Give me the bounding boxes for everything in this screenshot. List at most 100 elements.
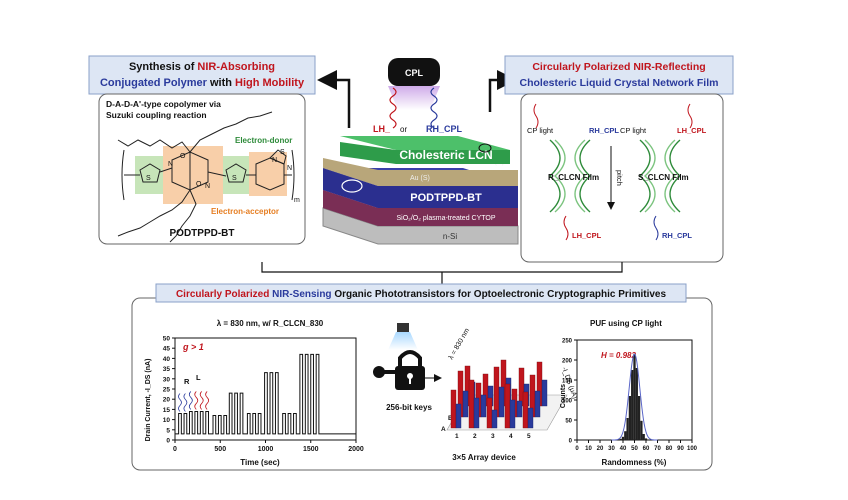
lh-cpl-top: LH_CPL: [677, 126, 707, 135]
atom-s-1: S: [146, 175, 151, 182]
chart2-xtick-label: 90: [677, 446, 684, 452]
chart2-title: H = 0.982: [601, 351, 636, 360]
array-col-label: 3: [491, 433, 495, 440]
chart2-xlabel: Randomness (%): [602, 458, 667, 467]
cpl-beam: [388, 86, 440, 110]
left-title-line2-part3: High Mobility: [235, 77, 305, 89]
rh-label: RH_CPL: [426, 124, 463, 134]
incident-helix-right: [687, 103, 693, 129]
chart1-ytick-label: 10: [163, 417, 171, 424]
array-col-label: 2: [473, 433, 477, 440]
chart1-ytick-label: 30: [163, 376, 171, 383]
chart1-ytick-label: 0: [166, 438, 170, 445]
bottom-title-part2: NIR-Sensing: [272, 289, 331, 300]
left-polymer-name: PODTPPD-BT: [170, 228, 235, 239]
lock-shackle: [398, 350, 422, 366]
chart1-cpl-marker: [194, 391, 199, 410]
chart1-ylabel: Drain Current, -I_DS (nA): [145, 359, 152, 442]
array-bar-blue: [527, 407, 534, 429]
chart2-bar: [621, 436, 625, 440]
right-panel: Circularly Polarized NIR-Reflecting Chol…: [504, 55, 734, 263]
right-title-line1: Circularly Polarized NIR-Reflecting: [532, 61, 705, 73]
chart1-cpl-marker: [188, 391, 193, 410]
array-bar-blue: [541, 379, 548, 407]
chart2-bar: [624, 431, 627, 440]
chart1-label-l: L: [196, 373, 201, 382]
atom-n-3: N: [272, 157, 277, 164]
polymer-layer-label: PODTPPD-BT: [410, 192, 482, 204]
rh-helix: [430, 87, 438, 129]
atom-n-2: N: [205, 183, 210, 190]
chart2-bar: [619, 438, 622, 440]
transmit-helix-right: [653, 215, 659, 241]
chart1-ytick-label: 25: [163, 387, 171, 394]
chart1-series-line: [175, 353, 356, 435]
s-clcn-helix: [638, 139, 682, 213]
lock-key-icon: [373, 323, 425, 390]
connector-bracket: [261, 262, 623, 273]
rh-cpl-bottom: RH_CPL: [662, 231, 692, 240]
left-panel: Synthesis of NIR-Absorbing Conjugated Po…: [88, 55, 316, 245]
chart2-bar: [642, 434, 645, 440]
atom-n-1: N: [168, 161, 173, 168]
chart2-xtick-label: 40: [620, 446, 627, 452]
layer-au: [323, 158, 518, 186]
left-title-line2-part2: with: [207, 77, 235, 89]
key-blade: [384, 370, 396, 374]
array-bar-blue: [491, 409, 498, 429]
r-clcn-helix: [548, 139, 592, 213]
chart2-bar: [631, 370, 634, 440]
array-bar-red: [504, 383, 511, 429]
chart2-fit-curve: [611, 353, 658, 441]
atom-n-4: N: [287, 165, 292, 172]
chart1-title: λ = 830 nm, w/ R_CLCN_830: [217, 319, 324, 328]
cp-light-left: CP light: [527, 126, 554, 135]
atom-o-2: O: [196, 181, 202, 188]
array-bar-blue: [509, 399, 516, 429]
polymer-atom-labels: S S S N N N N O O m: [146, 149, 300, 204]
bottom-title-part1: Circularly Polarized: [176, 289, 272, 300]
n-si-label: n-Si: [443, 232, 457, 241]
array-bar-blue: [462, 390, 469, 418]
chart2-xtick-label: 80: [666, 446, 673, 452]
repeat-subscript: m: [294, 197, 300, 204]
array-row-label: A: [441, 426, 446, 433]
incident-helix-left: [533, 103, 539, 129]
array-bar-red: [493, 366, 500, 418]
acceptor-highlight-1: [163, 146, 223, 204]
chart1-ytick-label: 45: [163, 346, 171, 353]
chart2-bar: [626, 418, 629, 440]
chart1-cpl-marker: [199, 391, 204, 410]
acceptor-label: Electron-acceptor: [211, 207, 279, 216]
right-title-part1: Circularly Polarized: [532, 61, 633, 73]
bottom-title-box: [155, 283, 687, 303]
chart2-ytick-label: 50: [565, 419, 572, 425]
chart1-cpl-marker: [183, 393, 188, 412]
array-col-label: 4: [509, 433, 513, 440]
chart2-bar: [635, 368, 638, 440]
array-col-label: 5: [527, 433, 531, 440]
chart1-cpl-marker: [178, 393, 182, 412]
drain-current-chart: λ = 830 nm, w/ R_CLCN_830 Time (sec) Dra…: [145, 319, 364, 467]
lh-cpl-bottom: LH_CPL: [572, 231, 602, 240]
atom-s-3: S: [280, 149, 285, 156]
layer-lcn: [340, 142, 510, 164]
array-bar-blue: [473, 397, 480, 429]
keys-label: 256-bit keys: [386, 403, 432, 412]
array-row-label: B: [448, 415, 453, 422]
chart1-ytick-label: 15: [163, 407, 171, 414]
bottom-title: Circularly Polarized NIR-Sensing Organic…: [176, 289, 667, 300]
pitch-label: pitch: [615, 170, 624, 186]
device-stack: CPL LH_ or RH_CPL n-Si SiO₂/O₂ plasma-tr…: [322, 58, 519, 245]
chart2-xtick-label: 0: [575, 446, 579, 452]
array-bar-blue: [480, 394, 487, 418]
chart1-xtick-label: 0: [173, 446, 177, 453]
chart1-label-r: R: [184, 377, 190, 386]
layer-lcn-top: [340, 136, 510, 150]
array-3d-bar-chart: 3×5 Array device λ = 830 nm -I_DS (μA) 1…: [441, 327, 578, 462]
chart2-ytick-label: 200: [562, 359, 573, 365]
transmit-helix-left: [563, 215, 569, 241]
left-title-box: [88, 55, 316, 95]
polymer-highlight-ring: [341, 179, 363, 193]
